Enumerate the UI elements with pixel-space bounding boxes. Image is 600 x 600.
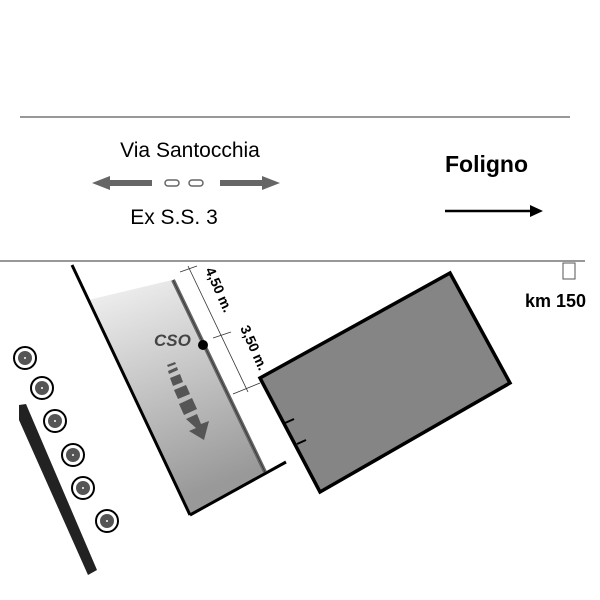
- direction-label: Foligno: [445, 151, 528, 177]
- cso-label: CSO: [154, 331, 191, 350]
- km-marker-label: km 150: [525, 291, 586, 311]
- direction-arrow-icon: [445, 205, 543, 217]
- curb-line-outline: [172, 279, 266, 473]
- lane-edge-line: [70, 264, 192, 516]
- tree-icon: [95, 509, 119, 533]
- tree-icon: [43, 409, 67, 433]
- building: [257, 270, 513, 495]
- cso-point: [198, 340, 208, 350]
- tree-row: [13, 346, 119, 533]
- flow-direction-arrow-icon: [167, 362, 209, 440]
- road-name: Via Santocchia: [120, 139, 260, 162]
- lane-fill: [88, 280, 265, 515]
- tree-icon: [71, 476, 95, 500]
- tree-icon: [61, 443, 85, 467]
- tree-icon: [13, 346, 37, 370]
- road-designation: Ex S.S. 3: [130, 206, 218, 229]
- lane-end-line: [189, 460, 287, 517]
- km-marker-box: [562, 262, 576, 280]
- dimension-second: 3,50 m.: [237, 323, 271, 373]
- building-entrance-mark: [296, 439, 307, 445]
- two-way-arrow-icon: [92, 176, 280, 190]
- boundary-wall: [19, 404, 97, 575]
- tree-icon: [30, 376, 54, 400]
- building-entrance-mark: [284, 418, 295, 424]
- dimension-line: [179, 265, 261, 395]
